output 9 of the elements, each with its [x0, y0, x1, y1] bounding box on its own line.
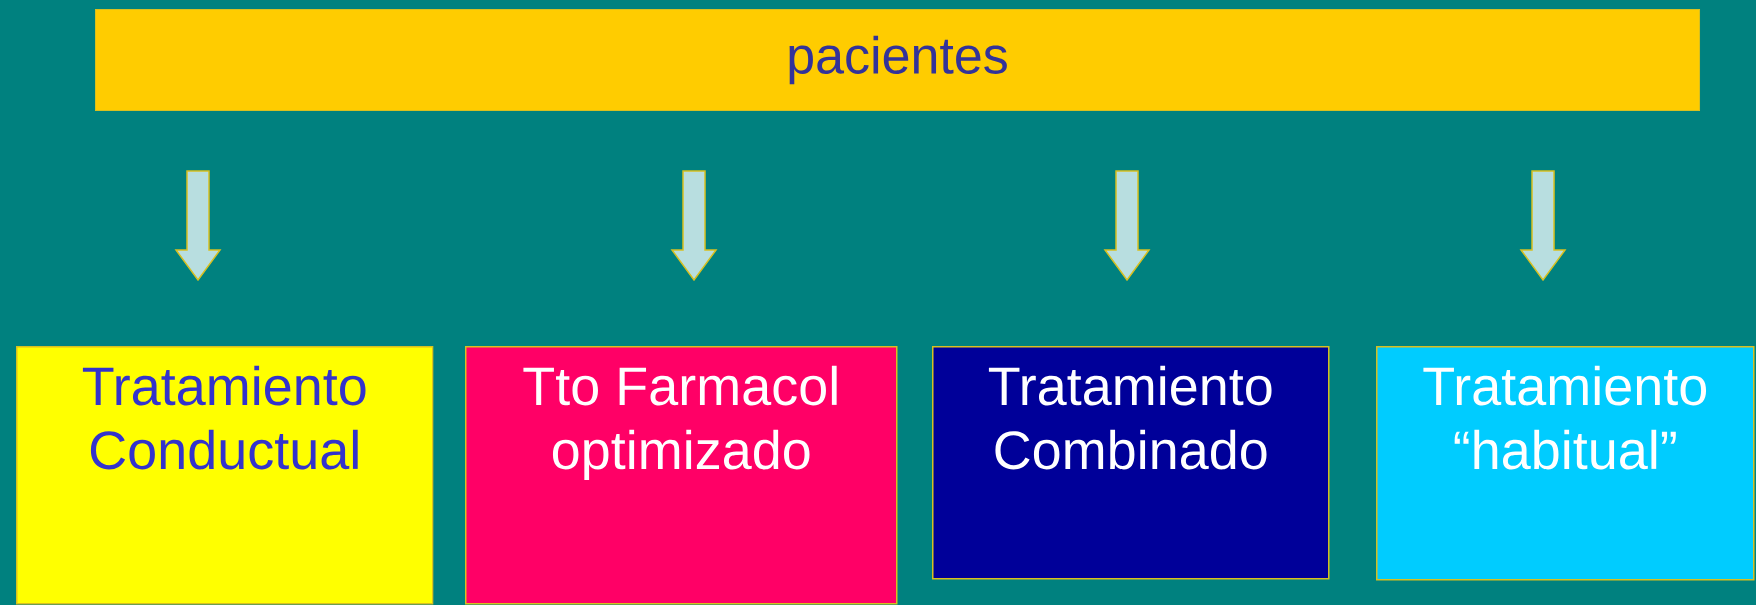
treatment-box: Tratamiento “habitual” — [1376, 346, 1755, 581]
block-arrow — [1103, 170, 1151, 282]
block-arrow — [1519, 170, 1567, 282]
treatment-box: Tratamiento Conductual — [16, 346, 434, 605]
treatment-box: Tto Farmacol optimizado — [465, 346, 898, 605]
block-arrow — [174, 170, 222, 282]
block-arrow — [670, 170, 718, 282]
treatment-box: Tratamiento Combinado — [932, 346, 1330, 580]
title-bar: pacientes — [95, 9, 1700, 111]
